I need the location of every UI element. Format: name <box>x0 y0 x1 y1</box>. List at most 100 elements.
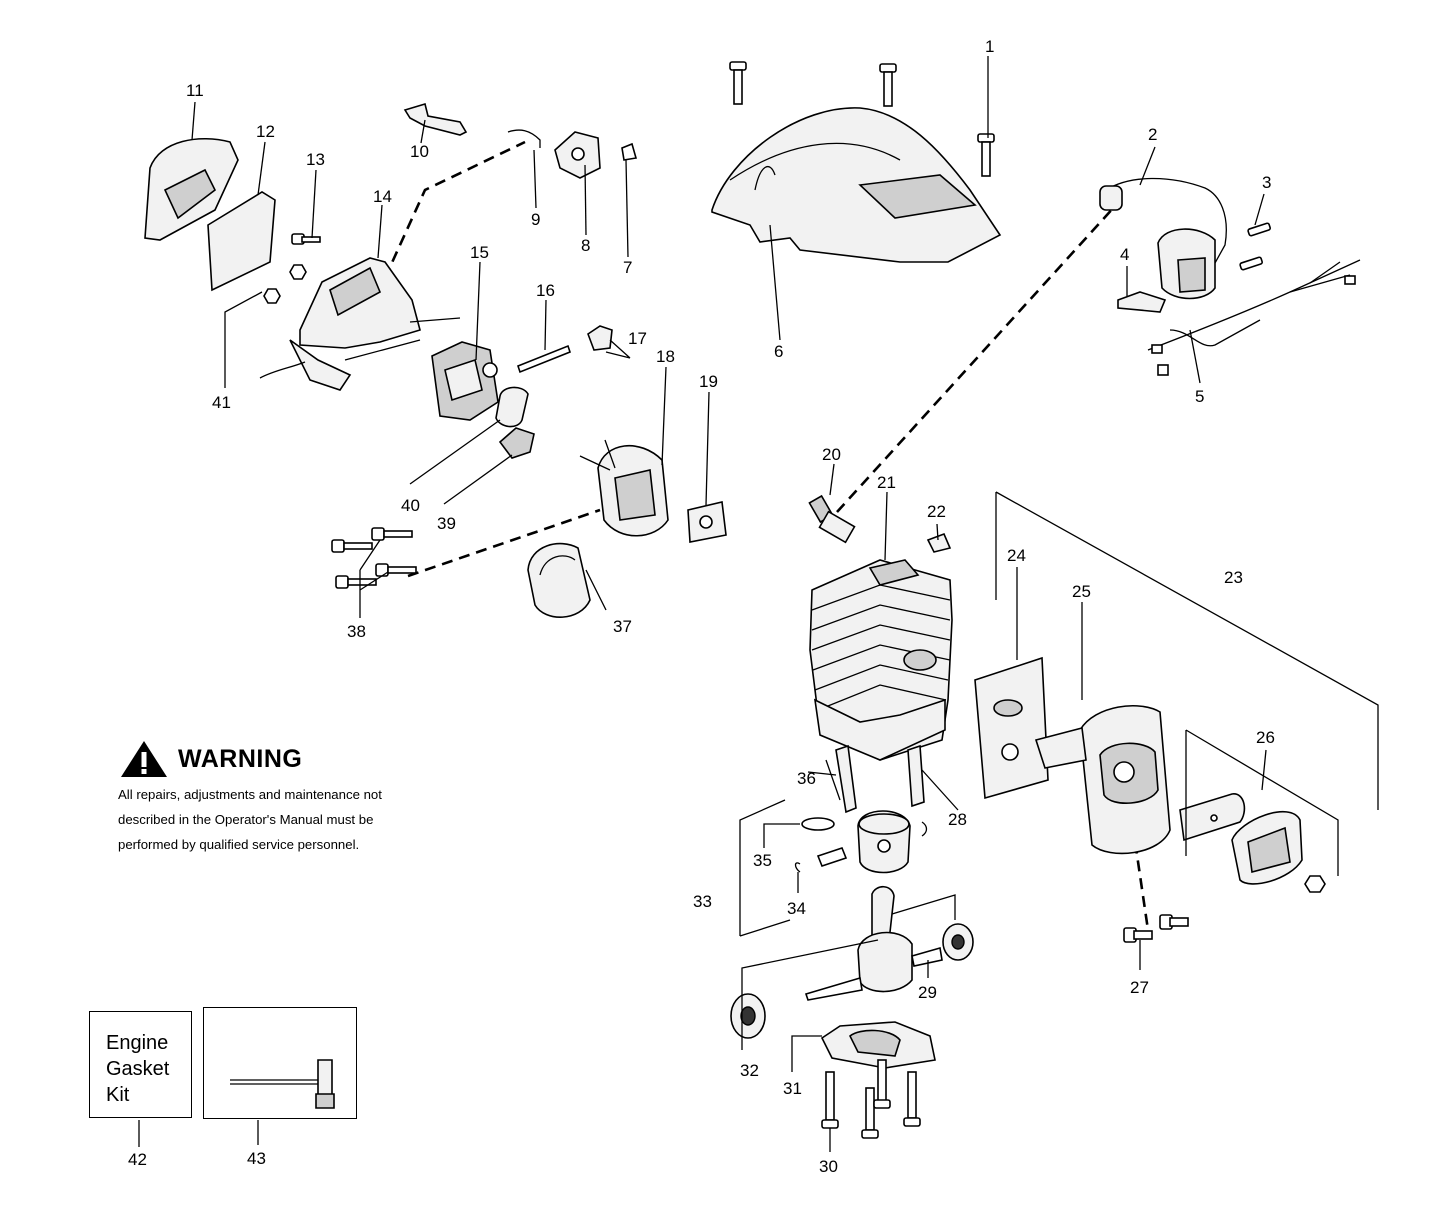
callout-6: 6 <box>774 342 783 361</box>
callout-18: 18 <box>656 347 675 366</box>
callout-32: 32 <box>740 1061 759 1080</box>
callout-23: 23 <box>1224 568 1243 587</box>
callout-28: 28 <box>948 810 967 829</box>
callout-40: 40 <box>401 496 420 515</box>
warning-line: performed by qualified service personnel… <box>118 837 360 852</box>
part-39-gasket <box>498 427 535 459</box>
part-6-top-cover <box>711 107 1002 263</box>
part-29-bearing <box>942 923 974 961</box>
warning-triangle-icon <box>121 741 167 777</box>
warning-notice: WARNING All repairs, adjustments and mai… <box>118 740 438 857</box>
callout-19: 19 <box>699 372 718 391</box>
part-38-bolts <box>331 527 417 589</box>
callout-35: 35 <box>753 851 772 870</box>
part-33-piston <box>857 810 911 874</box>
part-26-arrestor-cover <box>1231 810 1326 893</box>
assembly-line-intake-bolts <box>407 508 601 578</box>
callout-16: 16 <box>536 281 555 300</box>
part-21-cylinder <box>809 559 953 761</box>
part-10-throttle-link <box>403 102 468 136</box>
part-5-wire-harness <box>1147 259 1361 376</box>
callout-29: 29 <box>918 983 937 1002</box>
callout-38: 38 <box>347 622 366 641</box>
callout-20: 20 <box>822 445 841 464</box>
callout-41: 41 <box>212 393 231 412</box>
callout-2: 2 <box>1148 125 1157 144</box>
callout-4: 4 <box>1120 245 1129 264</box>
callout-36: 36 <box>797 769 816 788</box>
engine-gasket-kit-box: Engine Gasket Kit <box>89 1011 192 1118</box>
callout-3: 3 <box>1262 173 1271 192</box>
callout-10: 10 <box>410 142 429 161</box>
callout-24: 24 <box>1007 546 1026 565</box>
part-32-bearing <box>730 993 766 1039</box>
assembly-line-ignition-plug <box>836 204 1117 513</box>
part-14-air-box <box>259 257 461 391</box>
callout-26: 26 <box>1256 728 1275 747</box>
warning-line: described in the Operator's Manual must … <box>118 812 374 827</box>
warning-title: WARNING <box>178 744 303 773</box>
callout-8: 8 <box>581 236 590 255</box>
callout-21: 21 <box>877 473 896 492</box>
part-27-bolts <box>1123 914 1189 943</box>
part-4-bracket <box>1117 291 1167 313</box>
callout-12: 12 <box>256 122 275 141</box>
part-36-shim <box>825 744 857 814</box>
callout-34: 34 <box>787 899 806 918</box>
warning-line: All repairs, adjustments and maintenance… <box>118 787 382 802</box>
part-37-intake-boot <box>527 542 591 618</box>
callout-15: 15 <box>470 243 489 262</box>
callout-1: 1 <box>985 37 994 56</box>
part-24-muffler-gasket <box>974 656 1049 800</box>
part-1-screws <box>729 61 995 177</box>
part-18-intake-adapter <box>579 439 669 537</box>
callout-17: 17 <box>628 329 647 348</box>
part-3-screws <box>1239 222 1271 271</box>
callout-5: 5 <box>1195 387 1204 406</box>
callout-37: 37 <box>613 617 632 636</box>
part-17-primer <box>587 325 613 351</box>
part-25-muffler <box>1034 705 1171 855</box>
callout-11: 11 <box>186 81 204 100</box>
part-34-circlip <box>794 821 928 873</box>
callout-25: 25 <box>1072 582 1091 601</box>
callout-14: 14 <box>373 187 392 206</box>
part-12-air-filter <box>207 191 276 292</box>
part-15-carburetor <box>431 341 499 421</box>
part-43-combination-tool <box>230 1059 335 1109</box>
callout-33: 33 <box>693 892 712 911</box>
part-31-crankcase <box>820 1021 936 1069</box>
assembly-line-carb-throttle <box>383 140 526 279</box>
kit-label-line: Kit <box>106 1084 130 1106</box>
part-8-switch <box>554 131 601 179</box>
part-13-bolt <box>291 233 321 245</box>
part-2-ignition-module <box>1099 177 1227 300</box>
callout-27: 27 <box>1130 978 1149 997</box>
part-19-plate <box>687 501 727 543</box>
part-29-crankshaft <box>804 885 943 1001</box>
callout-39: 39 <box>437 514 456 533</box>
part-28-shim <box>907 744 925 808</box>
callout-7: 7 <box>623 258 632 277</box>
callout-numbers: 1 2 3 4 5 6 7 8 9 10 11 12 13 14 15 16 1… <box>128 37 1275 1176</box>
kit-label-line: Engine <box>106 1032 169 1054</box>
callout-9: 9 <box>531 210 540 229</box>
callout-30: 30 <box>819 1157 838 1176</box>
part-7-washer <box>621 142 638 161</box>
callout-31: 31 <box>783 1079 802 1098</box>
leader-lines <box>138 56 1379 1152</box>
part-40-spacer <box>495 386 529 428</box>
callout-42: 42 <box>128 1150 147 1169</box>
callout-43: 43 <box>247 1149 266 1168</box>
callout-22: 22 <box>927 502 946 521</box>
part-22-clip <box>926 532 952 553</box>
part-35-piston-ring <box>801 817 835 831</box>
warning-text: All repairs, adjustments and maintenance… <box>118 782 438 857</box>
part-20-spark-plug <box>808 494 856 544</box>
part-41-nuts <box>263 264 307 304</box>
callout-13: 13 <box>306 150 325 169</box>
part-11-filter-cover <box>144 137 239 241</box>
part-9-choke-rod <box>507 129 541 148</box>
part-26-arrestor-screen <box>1179 793 1246 842</box>
